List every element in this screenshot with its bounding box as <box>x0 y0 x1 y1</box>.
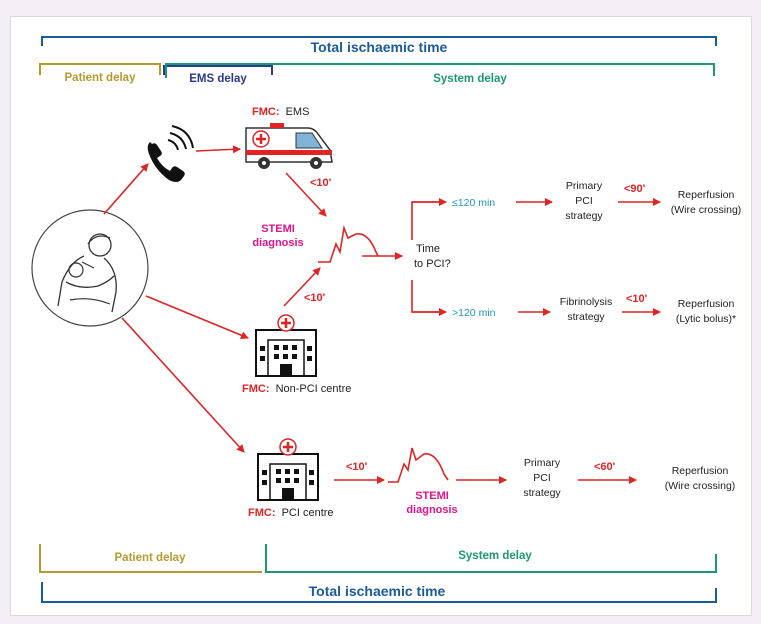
pci-fmc-rest: PCI centre <box>282 507 334 519</box>
ambulance-icon <box>245 123 333 169</box>
top-patient-delay-bracket <box>39 63 161 75</box>
ems-fmc-rest: EMS <box>286 106 310 118</box>
pci-time: <60' <box>594 461 616 473</box>
slow-outcome-line1: Reperfusion <box>678 298 735 310</box>
ems-diagnosis-line1: STEMI <box>261 223 295 235</box>
top-ems-delay-bracket <box>163 65 273 75</box>
arrows <box>103 145 661 484</box>
bottom-system-delay-bracket <box>265 544 717 573</box>
patient-icon <box>31 209 149 327</box>
pci-outcome-line2: (Wire crossing) <box>665 480 736 492</box>
ems-fmc-prefix: FMC: <box>252 106 280 118</box>
non-pci-time-to-diagnosis: <10' <box>304 292 326 304</box>
slow-time-label: >120 min <box>452 307 496 319</box>
bottom-total-bracket <box>41 582 717 603</box>
non-pci-fmc-label: FMC: Non-PCI centre <box>242 383 351 395</box>
arrow-non-pci-to-ecg <box>283 267 321 307</box>
top-total-label: Total ischaemic time <box>311 39 448 55</box>
pci-diagnosis-line1: STEMI <box>415 490 449 502</box>
non-pci-fmc-rest: Non-PCI centre <box>276 383 352 395</box>
non-pci-hospital-icon <box>255 314 317 377</box>
fast-time-label: ≤120 min <box>452 197 495 209</box>
fast-outcome-line2: (Wire crossing) <box>671 204 742 216</box>
phone-icon <box>147 125 194 182</box>
pci-strategy-line2: PCI <box>533 472 551 484</box>
top-ems-delay-label: EMS delay <box>189 73 247 85</box>
top-total-bracket <box>41 36 717 46</box>
arrow-decision-to-slow <box>411 280 440 313</box>
fast-time: <90' <box>624 183 646 195</box>
pci-strategy-line3: strategy <box>523 487 561 499</box>
fast-strategy-line2: PCI <box>575 195 593 207</box>
pci-hospital-icon <box>257 438 319 501</box>
arrow-phone-to-ambulance <box>195 145 241 154</box>
fast-outcome-line1: Reperfusion <box>678 189 735 201</box>
bottom-patient-delay-bracket <box>39 544 262 573</box>
top-system-delay-bracket <box>165 63 715 78</box>
pci-fmc-prefix: FMC: <box>248 507 276 519</box>
ecg-icon-pci <box>388 447 449 483</box>
slow-time: <10' <box>626 293 648 305</box>
pci-time-to-diagnosis: <10' <box>346 461 368 473</box>
arrow-patient-to-phone <box>103 163 149 215</box>
slow-strategy-line1: Fibrinolysis <box>560 296 613 308</box>
ems-fmc-label: FMC: EMS <box>252 106 309 118</box>
decision-line2: to PCI? <box>414 258 451 270</box>
slow-strategy-line2: strategy <box>567 311 605 323</box>
bottom-system-delay-label: System delay <box>458 550 532 562</box>
figure-frame <box>10 16 752 616</box>
decision-line1: Time <box>416 243 440 255</box>
top-system-delay-label: System delay <box>433 73 507 85</box>
pci-diagnosis-line2: diagnosis <box>406 504 457 516</box>
arrow-patient-to-non-pci <box>145 295 249 340</box>
fast-strategy-line1: Primary <box>566 180 603 192</box>
arrow-decision-to-fast <box>411 201 440 240</box>
pci-fmc-label: FMC: PCI centre <box>248 507 334 519</box>
slow-outcome-line2: (Lytic bolus)* <box>676 313 736 325</box>
pci-strategy-line1: Primary <box>524 457 561 469</box>
ems-time-to-diagnosis: <10' <box>310 177 332 189</box>
bottom-patient-delay-label: Patient delay <box>115 552 187 564</box>
ems-diagnosis-line2: diagnosis <box>252 237 303 249</box>
top-patient-delay-label: Patient delay <box>65 72 137 84</box>
bottom-total-label: Total ischaemic time <box>309 583 446 599</box>
non-pci-fmc-prefix: FMC: <box>242 383 270 395</box>
fast-strategy-line3: strategy <box>565 210 603 222</box>
pci-outcome-line1: Reperfusion <box>672 465 729 477</box>
arrow-patient-to-pci <box>121 317 245 453</box>
arrow-ambulance-to-diagnosis <box>285 172 327 217</box>
ecg-icon-ems <box>318 225 379 263</box>
